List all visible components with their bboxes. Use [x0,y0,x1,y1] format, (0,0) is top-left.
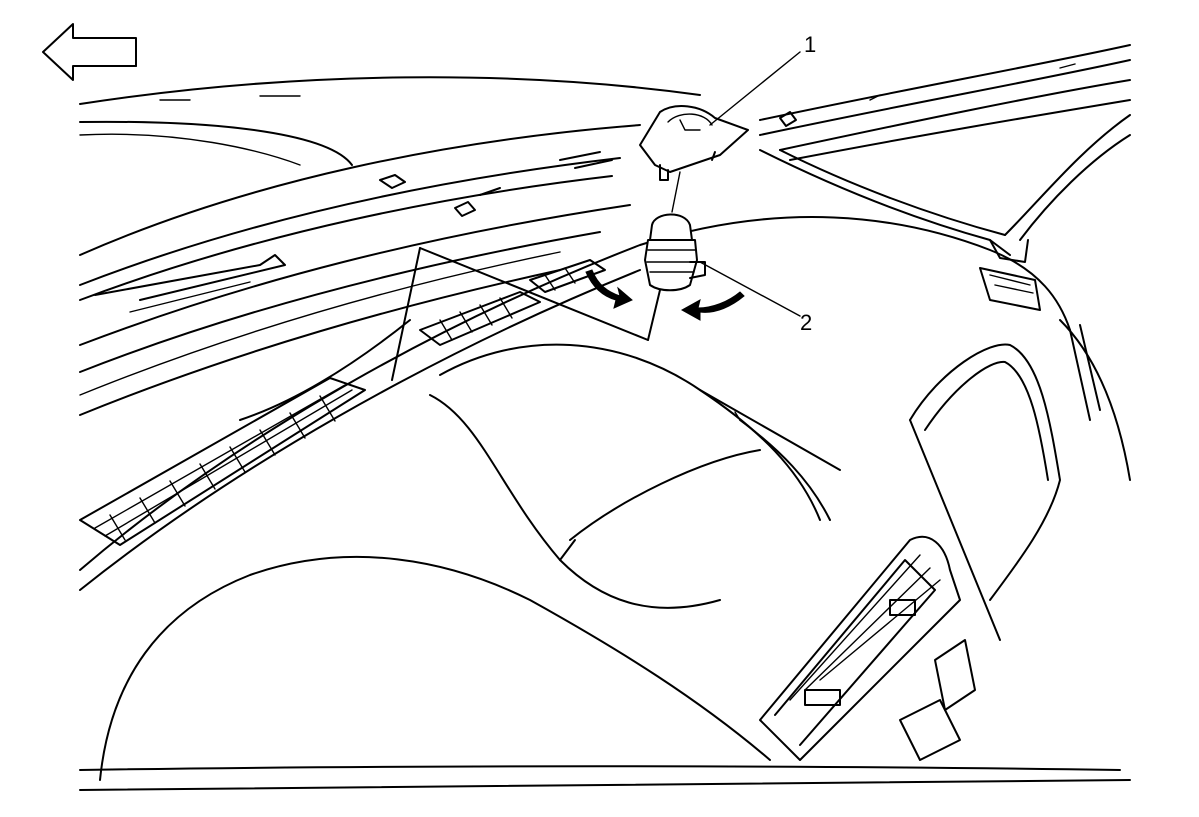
sensor-cover [639,105,749,181]
sensor [644,213,706,292]
defroster-vent-left [79,377,366,546]
instrument-cluster-hood [429,343,841,609]
dashboard-top [79,216,1071,591]
callout-2: 2 [800,310,812,335]
cowl-lines [79,44,1131,416]
rotate-arrow-right-icon [680,291,745,321]
a-pillar [759,114,1131,263]
side-door-panel [909,267,1131,641]
left-arrow-icon [42,23,137,81]
center-vent [759,535,976,761]
defroster-vent-center [419,259,606,346]
callout-1: 1 [804,32,816,57]
hood-outline [79,76,701,166]
lower-dashboard [79,556,1131,791]
wiper-arm [94,111,797,313]
leader-lines [391,51,801,381]
rotate-arrow-left-icon [585,269,633,309]
